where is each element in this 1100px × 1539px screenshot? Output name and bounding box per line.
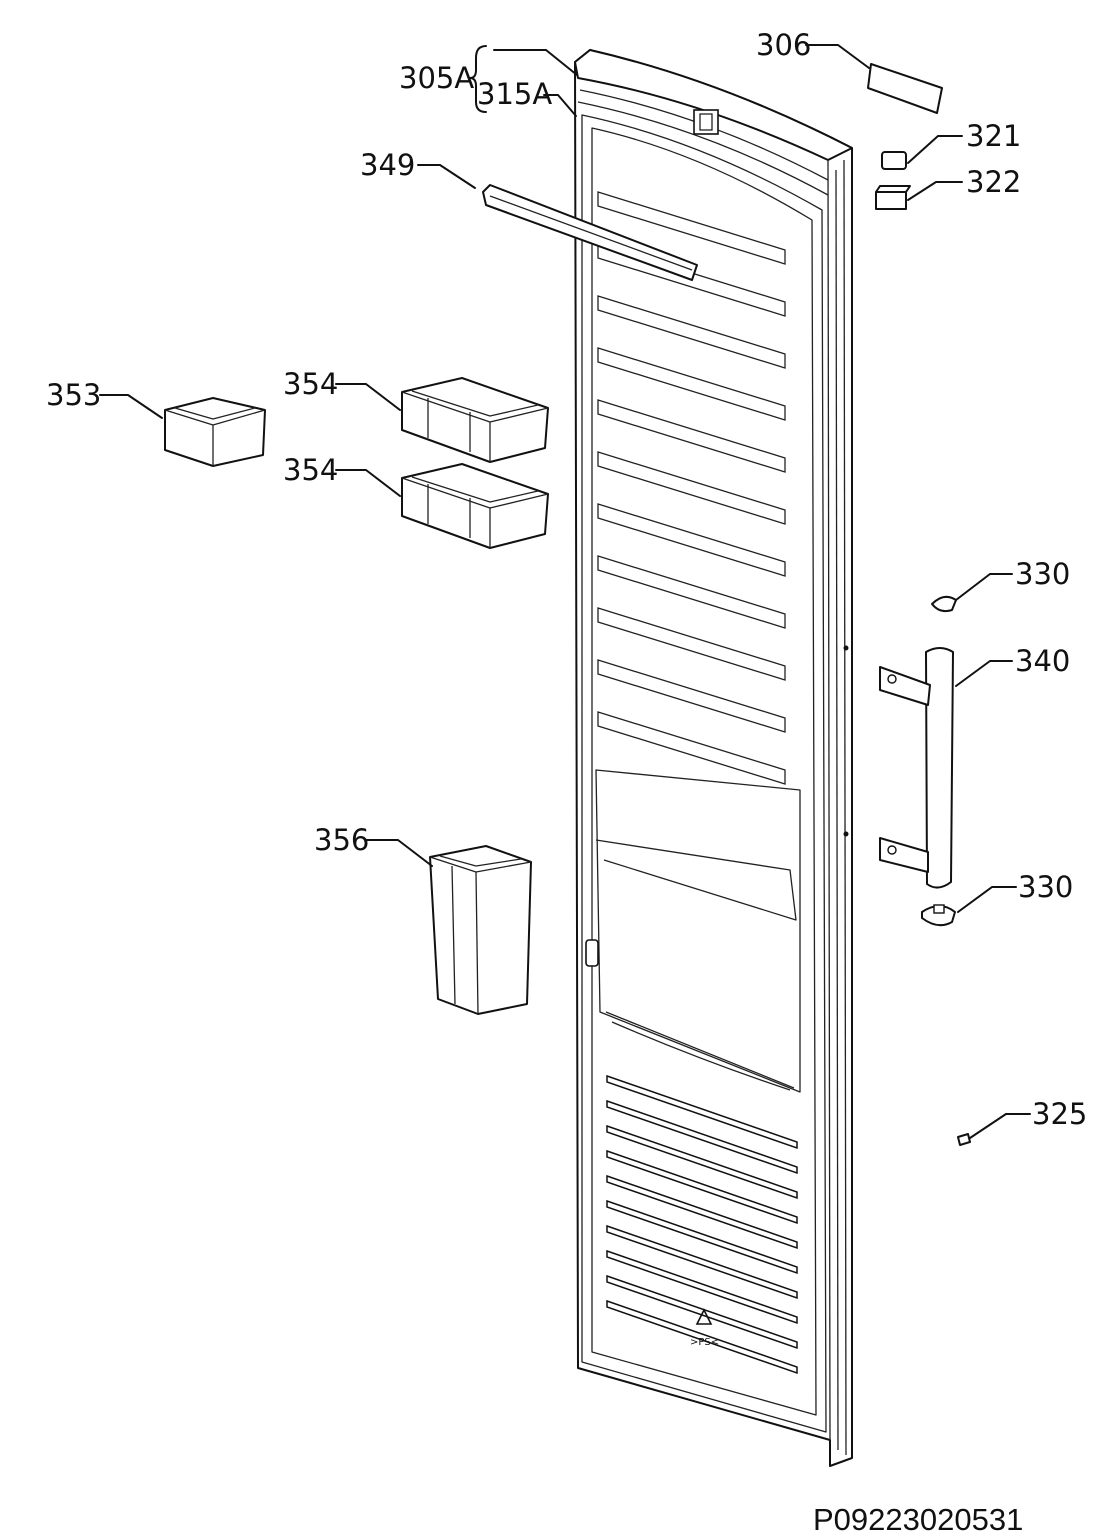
lower-rail [606, 1224, 798, 1300]
callout-356: 356 [314, 823, 369, 857]
lower-rail [606, 1299, 798, 1375]
callout-305A: 305A [399, 61, 474, 95]
part-306-label [867, 63, 943, 114]
part-325-screw [957, 1133, 971, 1146]
callout-330-top: 330 [1015, 557, 1070, 591]
part-349-bar [482, 184, 698, 281]
part-354-bin-upper [401, 377, 549, 463]
callout-330-bottom: 330 [1018, 870, 1073, 904]
callout-353: 353 [46, 378, 101, 412]
part-322-cap [875, 185, 911, 210]
lower-rail [606, 1124, 798, 1200]
shelf-rib [597, 295, 786, 369]
lower-rail [606, 1199, 798, 1275]
part-354-bin-lower [401, 463, 549, 549]
door-top-cap [574, 49, 853, 161]
door-latch [585, 939, 599, 967]
callout-340: 340 [1015, 644, 1070, 678]
shelf-rib [597, 607, 786, 681]
door-assembly: >PS< [574, 49, 853, 1467]
callout-306: 306 [756, 28, 811, 62]
shelf-rib [597, 399, 786, 473]
callout-354-lower: 354 [283, 453, 338, 487]
part-321-cap [881, 151, 907, 170]
lower-rail [606, 1249, 798, 1325]
shelf-rib [597, 659, 786, 733]
callout-354-upper: 354 [283, 367, 338, 401]
part-330-top-cap [931, 595, 957, 613]
shelf-rib [597, 347, 786, 421]
lower-panel-rails [606, 1074, 798, 1375]
part-356-bin [429, 845, 532, 1015]
part-330-bottom-cap [921, 904, 956, 927]
recycling-mark: >PS< [690, 1337, 719, 1348]
callout-315A: 315A [477, 77, 552, 111]
shelf-rib [597, 555, 786, 629]
lower-rail [606, 1174, 798, 1250]
part-353-bin [164, 397, 266, 467]
lower-compartment [595, 769, 801, 1093]
leader-lines [99, 44, 1031, 1139]
lower-rail [606, 1074, 798, 1150]
shelf-rib [597, 711, 786, 785]
part-340-handle [879, 647, 954, 889]
lower-rail [606, 1274, 798, 1350]
callout-325: 325 [1032, 1097, 1087, 1131]
recycling-triangle-icon [695, 1308, 713, 1325]
lower-rail [606, 1149, 798, 1225]
shelf-rib [597, 191, 786, 265]
callout-bracket [469, 45, 487, 113]
callout-labels: 306 305A 315A 321 322 349 353 354 354 33… [46, 28, 1087, 1131]
callout-321: 321 [966, 119, 1021, 153]
callout-349: 349 [360, 148, 415, 182]
shelf-rib [597, 503, 786, 577]
shelf-rib [597, 451, 786, 525]
lower-rail [606, 1099, 798, 1175]
door-inner-liner [581, 114, 827, 1433]
callout-322: 322 [966, 165, 1021, 199]
document-code: P09223020531 [813, 1502, 1023, 1537]
